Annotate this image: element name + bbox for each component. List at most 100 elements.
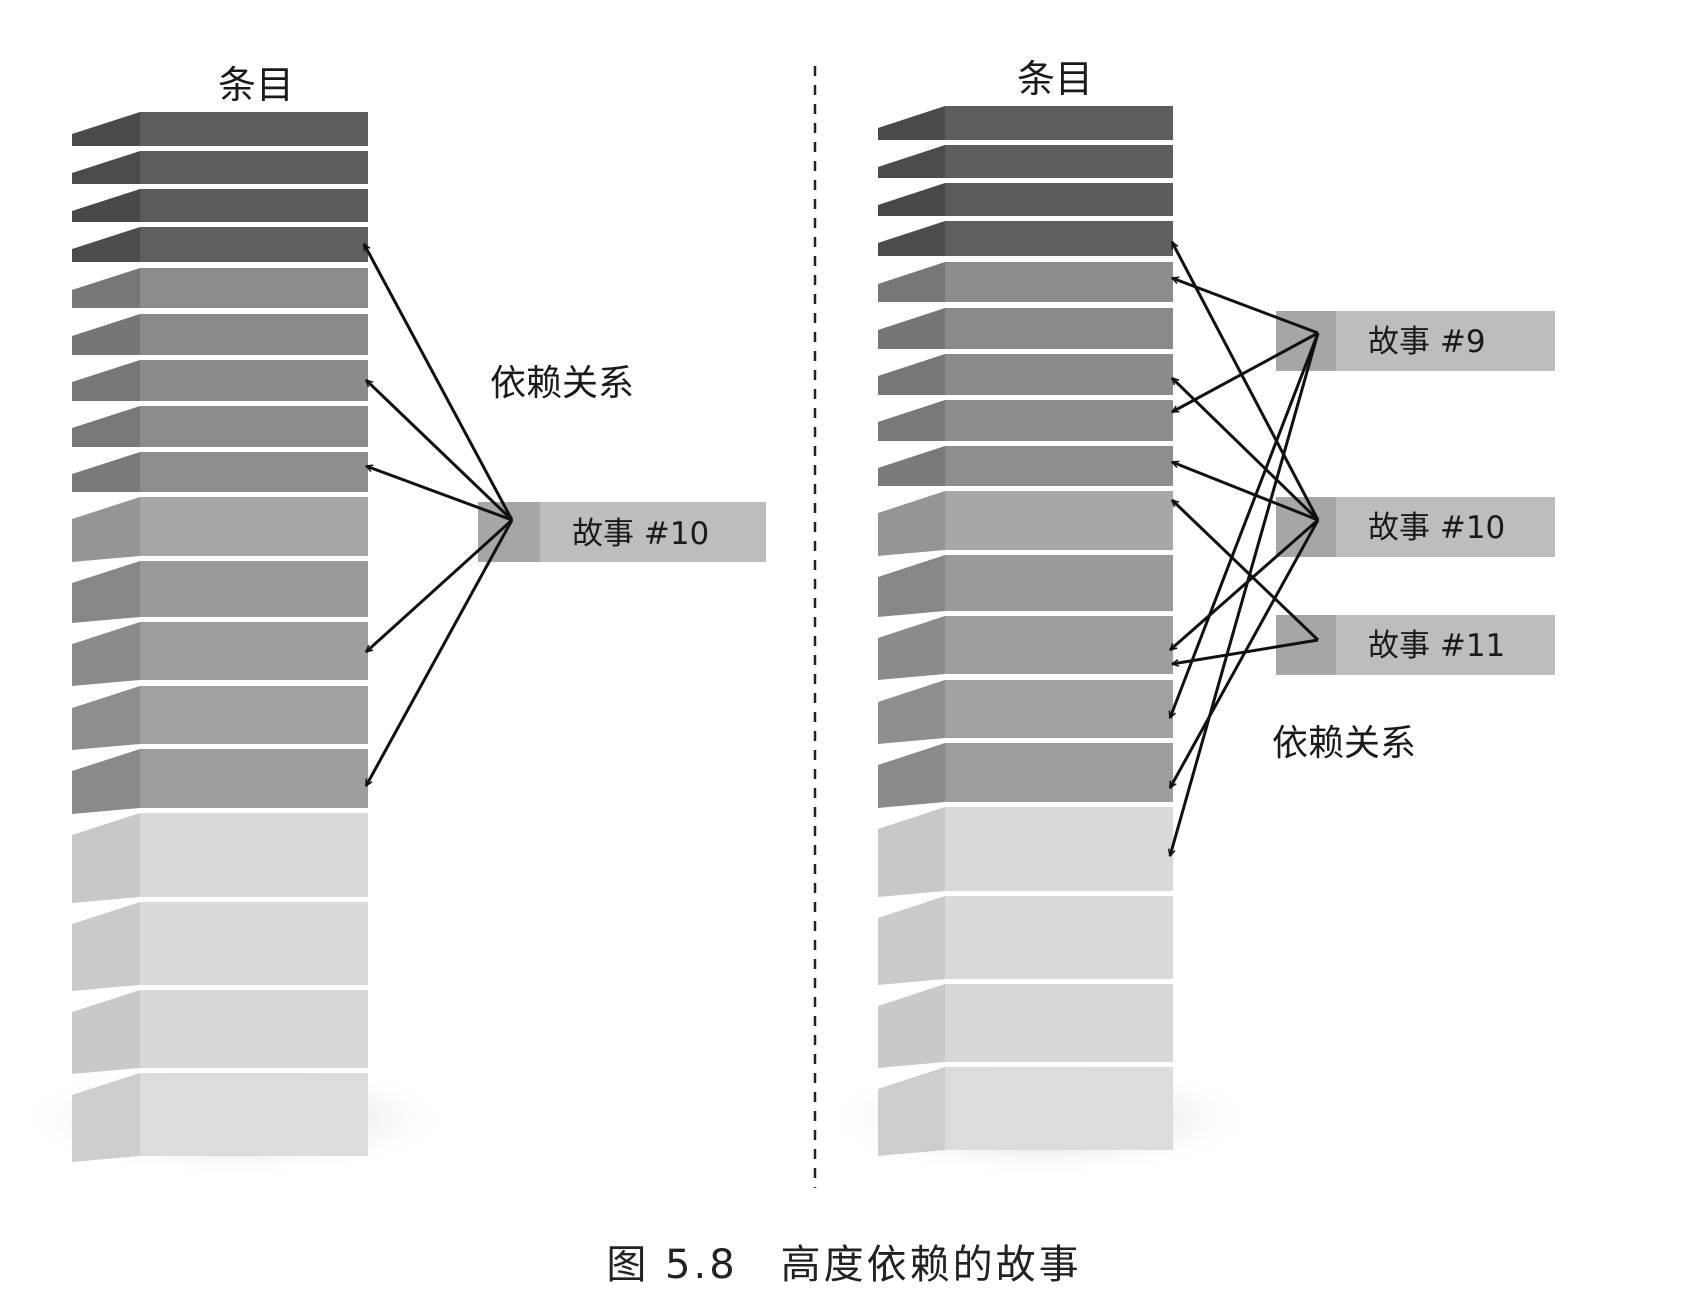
right-item-7 bbox=[945, 354, 1173, 395]
right-story-11-label: 故事 #11 bbox=[1368, 628, 1505, 664]
right-story11-arrow-1 bbox=[1172, 500, 1320, 642]
right-item-14 bbox=[945, 743, 1173, 802]
left-item-side-2 bbox=[72, 151, 140, 184]
left-item-17 bbox=[140, 990, 368, 1068]
left-item-8 bbox=[140, 406, 368, 447]
right-item-side-2 bbox=[878, 145, 945, 178]
right-item-3 bbox=[945, 183, 1173, 216]
right-item-side-6 bbox=[878, 308, 945, 349]
left-item-5 bbox=[140, 268, 368, 308]
left-item-side-11 bbox=[72, 561, 140, 623]
right-story-10-card: 故事 #10 bbox=[1276, 497, 1555, 557]
right-item-17 bbox=[945, 984, 1173, 1062]
figure-caption: 图 5.8 高度依赖的故事 bbox=[606, 1242, 1082, 1288]
left-item-side-18 bbox=[72, 1073, 140, 1162]
right-item-side-8 bbox=[878, 400, 945, 441]
right-story-11-card: 故事 #11 bbox=[1276, 615, 1555, 675]
right-item-9 bbox=[945, 446, 1173, 486]
left-item-14 bbox=[140, 749, 368, 808]
left-column-title: 条目 bbox=[218, 63, 294, 107]
left-story-10-card: 故事 #10 bbox=[478, 502, 766, 562]
right-item-10 bbox=[945, 491, 1173, 550]
left-item-6 bbox=[140, 314, 368, 355]
left-item-side-4 bbox=[72, 227, 140, 262]
left-item-10 bbox=[140, 497, 368, 556]
left-item-stack bbox=[72, 112, 368, 1162]
left-item-11 bbox=[140, 561, 368, 617]
left-item-side-6 bbox=[72, 314, 140, 355]
left-arrow-1 bbox=[362, 244, 514, 521]
right-item-6 bbox=[945, 308, 1173, 349]
left-item-side-8 bbox=[72, 406, 140, 447]
left-item-1 bbox=[140, 112, 368, 146]
right-story-9-card: 故事 #9 bbox=[1276, 311, 1555, 371]
right-item-side-5 bbox=[878, 262, 945, 302]
right-item-15 bbox=[945, 807, 1173, 891]
left-item-side-10 bbox=[72, 497, 140, 562]
right-dependency-label: 依赖关系 bbox=[1272, 723, 1416, 764]
left-arrow-3 bbox=[366, 466, 513, 522]
right-item-side-11 bbox=[878, 555, 945, 617]
right-item-13 bbox=[945, 680, 1173, 738]
left-item-4 bbox=[140, 227, 368, 262]
right-item-5 bbox=[945, 262, 1173, 302]
right-item-2 bbox=[945, 145, 1173, 178]
right-item-side-17 bbox=[878, 984, 945, 1068]
right-item-18 bbox=[945, 1067, 1173, 1150]
left-item-side-7 bbox=[72, 360, 140, 401]
left-item-13 bbox=[140, 686, 368, 744]
left-item-15 bbox=[140, 813, 368, 897]
right-item-side-10 bbox=[878, 491, 945, 556]
right-story10-arrow-2 bbox=[1172, 378, 1320, 522]
right-item-side-1 bbox=[878, 106, 945, 140]
right-item-1 bbox=[945, 106, 1173, 140]
dependency-arrows bbox=[362, 242, 1320, 856]
right-story-9-label: 故事 #9 bbox=[1368, 324, 1486, 360]
left-item-side-12 bbox=[72, 622, 140, 686]
left-dependency-label: 依赖关系 bbox=[490, 363, 634, 404]
left-item-9 bbox=[140, 452, 368, 492]
right-item-12 bbox=[945, 616, 1173, 674]
left-item-7 bbox=[140, 360, 368, 401]
left-arrow-2 bbox=[366, 380, 514, 522]
right-story10-arrow-5 bbox=[1168, 519, 1320, 788]
left-item-2 bbox=[140, 151, 368, 184]
right-item-8 bbox=[945, 400, 1173, 441]
right-item-side-4 bbox=[878, 221, 945, 256]
right-item-side-9 bbox=[878, 446, 945, 486]
right-story9-arrow-4 bbox=[1170, 332, 1320, 856]
right-item-side-16 bbox=[878, 896, 945, 985]
left-story-10-label: 故事 #10 bbox=[572, 516, 709, 552]
right-item-side-7 bbox=[878, 354, 945, 395]
left-item-side-5 bbox=[72, 268, 140, 308]
right-item-side-14 bbox=[878, 743, 945, 808]
right-story11-arrow-2 bbox=[1172, 638, 1319, 664]
right-story-10-label: 故事 #10 bbox=[1368, 510, 1505, 546]
left-item-side-9 bbox=[72, 452, 140, 492]
left-item-16 bbox=[140, 902, 368, 985]
right-item-side-15 bbox=[878, 807, 945, 897]
right-item-4 bbox=[945, 221, 1173, 256]
right-item-side-13 bbox=[878, 680, 945, 744]
left-item-side-13 bbox=[72, 686, 140, 750]
right-item-16 bbox=[945, 896, 1173, 979]
left-item-side-3 bbox=[72, 189, 140, 222]
right-story10-arrow-1 bbox=[1170, 242, 1320, 521]
right-item-11 bbox=[945, 555, 1173, 611]
right-story9-arrow-3 bbox=[1170, 332, 1320, 718]
left-arrow-4 bbox=[366, 518, 514, 654]
right-item-side-3 bbox=[878, 183, 945, 216]
left-item-12 bbox=[140, 622, 368, 680]
right-story10-arrow-4 bbox=[1170, 518, 1319, 652]
right-story10-arrow-3 bbox=[1172, 460, 1319, 522]
left-item-side-17 bbox=[72, 990, 140, 1074]
right-item-side-12 bbox=[878, 616, 945, 680]
left-item-18 bbox=[140, 1073, 368, 1156]
right-story9-arrow-2 bbox=[1172, 331, 1319, 414]
right-column-title: 条目 bbox=[1017, 57, 1093, 101]
left-item-side-14 bbox=[72, 749, 140, 814]
left-item-3 bbox=[140, 189, 368, 222]
left-item-side-15 bbox=[72, 813, 140, 903]
left-item-side-16 bbox=[72, 902, 140, 991]
